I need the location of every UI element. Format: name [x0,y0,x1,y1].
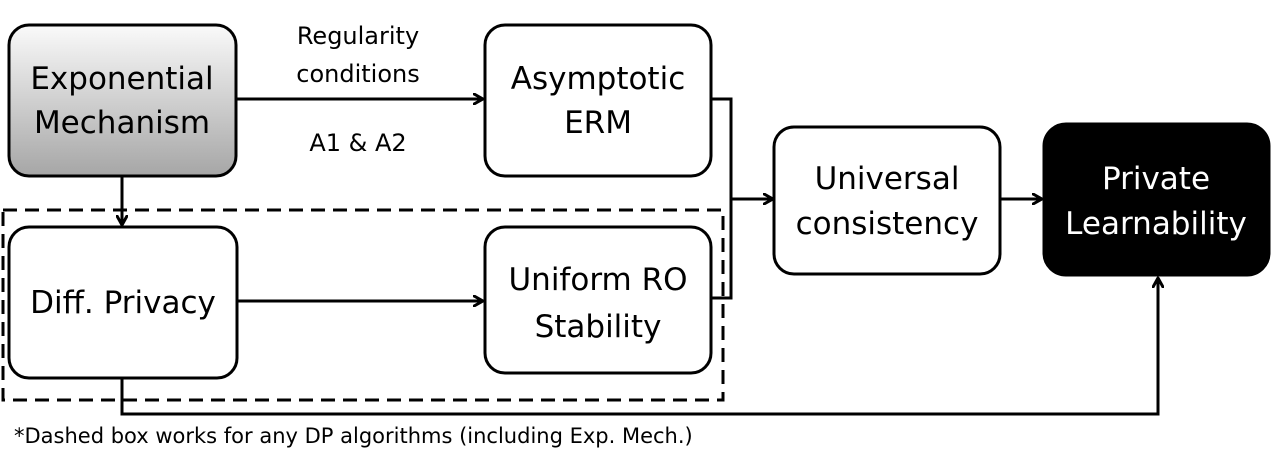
node-diff-privacy-box [7,225,239,380]
node-asymptotic-erm-line2: ERM [564,105,632,141]
node-uniform-ro-stability-line2: Stability [535,309,662,345]
dp-dashed-group-box [1,208,725,402]
node-private-learnability-line2: Learnability [1065,206,1247,242]
edge-label-regularity-line1: Regularity [297,22,419,50]
edge-label-regularity-line2: conditions [296,60,419,88]
node-uniform-ro-stability-box [483,225,713,375]
node-diff-privacy: Diff. Privacy [7,225,239,380]
node-universal-consistency-box [772,125,1002,276]
node-asymptotic-erm-line1: Asymptotic [511,61,686,97]
node-universal-consistency-line2: consistency [796,206,979,242]
node-private-learnability-line1: Private [1102,161,1210,197]
node-asymptotic-erm-box [483,23,713,178]
edge-bracket-merge [711,97,733,300]
node-private-learnability-box [1042,122,1271,277]
node-private-learnability: Private Learnability [1042,122,1271,277]
edge-label-assumptions: A1 & A2 [309,129,406,157]
node-uniform-ro-stability: Uniform RO Stability [483,225,713,375]
node-asymptotic-erm: Asymptotic ERM [483,23,713,178]
edge-dp-to-private [120,278,1158,416]
node-exponential-mechanism-line2: Mechanism [34,105,210,141]
node-exponential-mechanism: Exponential Mechanism [7,23,238,178]
node-universal-consistency: Universal consistency [772,125,1002,276]
node-exponential-mechanism-line1: Exponential [30,61,213,97]
node-exponential-mechanism-box [7,23,238,178]
edges [120,97,1158,416]
node-diff-privacy-line1: Diff. Privacy [30,285,216,321]
node-universal-consistency-line1: Universal [815,161,960,197]
node-uniform-ro-stability-line1: Uniform RO [508,262,687,298]
footnote: *Dashed box works for any DP algorithms … [14,424,693,448]
